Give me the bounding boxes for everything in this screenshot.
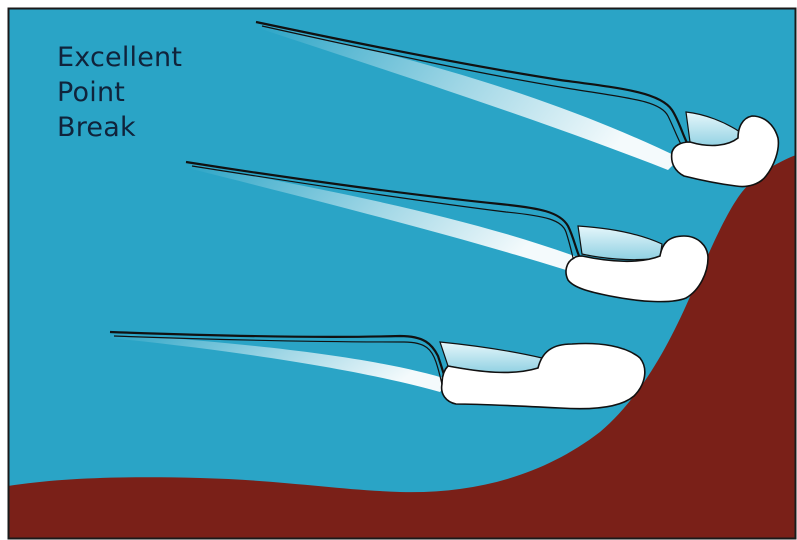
label-line-3: Break (57, 112, 136, 143)
label-line-2: Point (57, 77, 125, 108)
label-line-1: Excellent (57, 42, 182, 73)
